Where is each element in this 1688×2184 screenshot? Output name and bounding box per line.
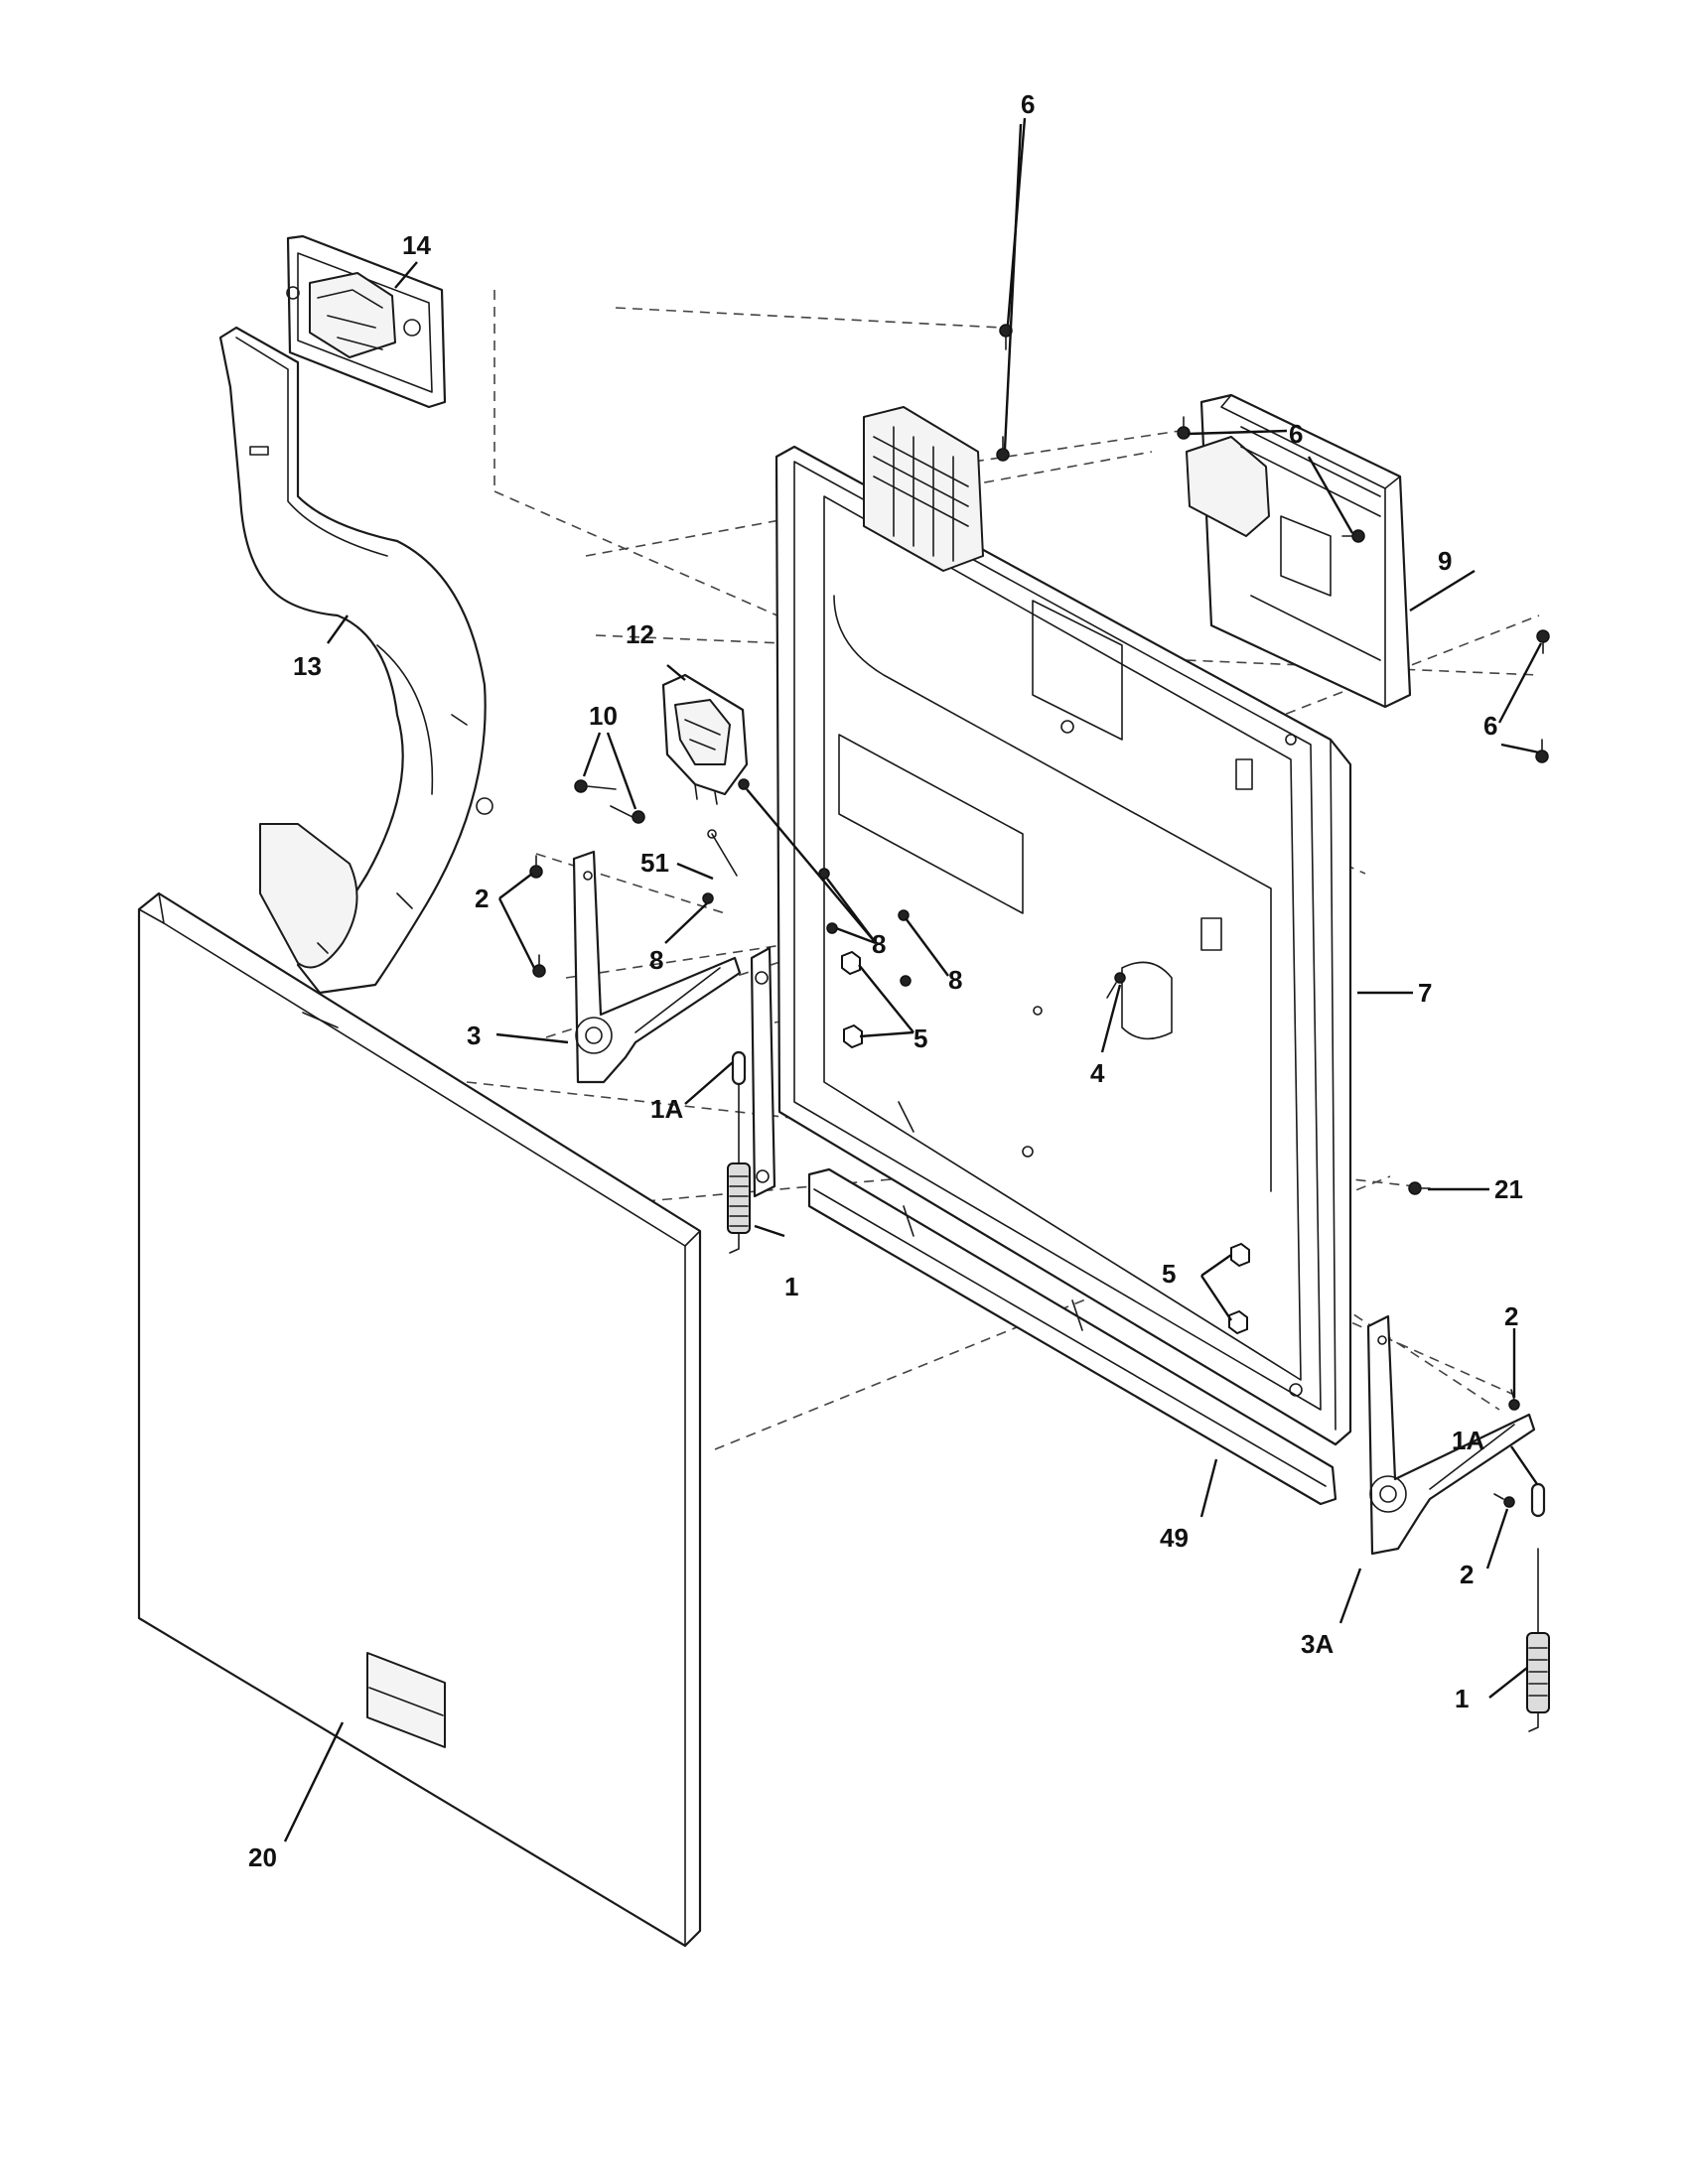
callout-8-left: 8 <box>649 945 663 975</box>
part-20-outer-door <box>137 891 702 1948</box>
part-7-inner-door-liner <box>774 406 1352 1446</box>
part-1-right-spring <box>1526 1548 1550 1732</box>
callout-6-top: 6 <box>1021 89 1035 119</box>
callout-20: 20 <box>248 1843 277 1872</box>
callout-10: 10 <box>589 701 618 731</box>
callout-8-center: 8 <box>872 929 886 959</box>
callout-labels: 14 13 12 10 51 2 3 8 8 8 1A 5 4 6 6 6 9 … <box>248 89 1523 1872</box>
part-49-bottom-trim <box>807 1167 1337 1506</box>
part-3-left-hinge <box>572 850 742 1084</box>
liner-mounting-strip <box>750 946 776 1198</box>
part-12-latch <box>661 673 749 805</box>
callout-49: 49 <box>1160 1523 1189 1553</box>
callout-5-lower: 5 <box>1162 1259 1176 1289</box>
callout-2-left: 2 <box>475 884 489 913</box>
callout-21: 21 <box>1494 1174 1523 1204</box>
fasteners <box>529 324 1550 1508</box>
callout-3: 3 <box>467 1021 481 1050</box>
callout-8-right: 8 <box>948 965 962 995</box>
callout-1A-left: 1A <box>650 1094 683 1124</box>
callout-51: 51 <box>640 848 669 878</box>
callout-2-right-bottom: 2 <box>1460 1560 1474 1589</box>
leader-lines <box>283 117 1543 1843</box>
callout-7: 7 <box>1418 978 1432 1008</box>
callout-6-right: 6 <box>1483 711 1497 741</box>
callout-14: 14 <box>402 230 431 260</box>
callout-4: 4 <box>1090 1058 1105 1088</box>
part-13-duct <box>218 326 493 995</box>
callout-1-left: 1 <box>784 1272 798 1301</box>
callout-12: 12 <box>626 619 654 649</box>
part-1A-spring-links <box>731 1050 1546 1518</box>
callout-9: 9 <box>1438 546 1452 576</box>
callout-1-right: 1 <box>1455 1684 1469 1713</box>
part-14-handle-bracket <box>286 234 447 409</box>
callout-2-right-top: 2 <box>1504 1301 1518 1331</box>
callout-6-middle: 6 <box>1289 419 1303 449</box>
part-1-left-spring <box>727 1076 751 1254</box>
callout-1A-right: 1A <box>1452 1426 1484 1455</box>
part-3A-right-hinge <box>1366 1314 1536 1556</box>
callout-3A: 3A <box>1301 1629 1334 1659</box>
callout-5-upper: 5 <box>914 1024 927 1053</box>
callout-13: 13 <box>293 651 322 681</box>
